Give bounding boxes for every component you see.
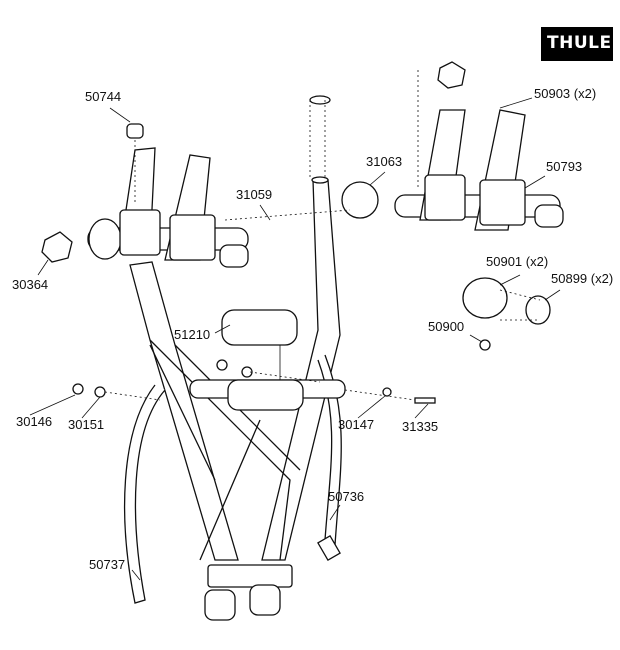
leader-lines [29,97,561,581]
part-label-30146: 30146 [16,414,53,429]
part-label-50903: 50903 (x2) [534,86,597,101]
pad-bracket [72,309,436,411]
part-label-30151: 30151 [68,417,105,432]
part-label-30364: 30364 [12,277,49,292]
part-label-50793: 50793 [546,159,583,174]
frame [129,176,341,621]
part-label-50737: 50737 [89,557,126,572]
thule-logo: THULE [541,27,613,61]
part-label-51210: 51210 [174,327,211,342]
strap-50737 [123,384,166,604]
knob-30364 [41,231,73,263]
sleeve-50901 [462,277,508,319]
assembly-lines [104,70,541,401]
part-label-50900: 50900 [428,319,465,334]
part-label-50736: 50736 [328,489,365,504]
part-label-31335: 31335 [402,419,439,434]
screw-50900 [479,339,491,351]
part-label-50744: 50744 [85,89,122,104]
knob-50903 [437,61,466,89]
part-label-30147: 30147 [338,417,375,432]
strap-buckle [317,534,341,562]
part-label-50899: 50899 (x2) [551,271,614,286]
cap-50899 [525,295,551,325]
part-label-31063: 31063 [366,154,403,169]
disc-31063 [341,181,379,219]
left-arm-assembly [41,95,331,268]
pad-51210 [221,309,298,346]
logo-text: THULE [547,33,612,53]
right-arm-assembly [341,61,564,351]
part-label-31059: 31059 [236,187,273,202]
cap-50744 [126,123,144,139]
part-label-50901: 50901 (x2) [486,254,549,269]
cap-top [309,95,331,105]
